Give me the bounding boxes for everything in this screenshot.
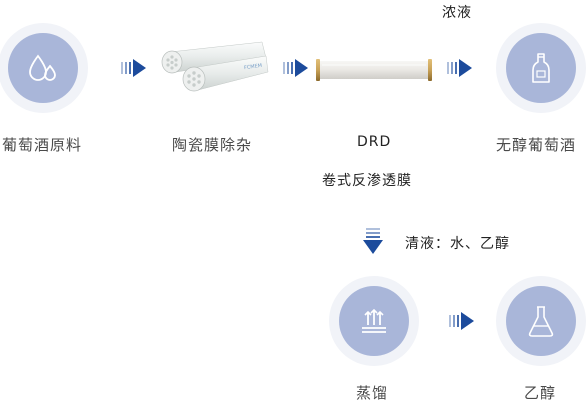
raw-wine-node [0,23,88,113]
raw-wine-icon-circle [8,33,78,103]
dealc-wine-label: 无醇葡萄酒 [496,136,577,154]
distill-icon-circle [339,286,409,356]
concentrate-label: 浓液 [442,5,472,21]
distill-node [329,276,419,366]
ceramic-label: 陶瓷膜除杂 [172,136,253,154]
ethanol-icon-circle [506,286,576,356]
arrow-right-4 [449,312,474,330]
arrow-right-1 [121,59,146,77]
drd-cartridge-image [316,59,432,81]
ethanol-label: 乙醇 [524,384,557,402]
ceramic-membrane-image [161,41,269,92]
drd-name-label: 卷式反渗透膜 [322,173,412,189]
dealc-wine-icon-circle [506,33,576,103]
arrow-right-3 [447,59,472,77]
arrow-down [363,228,383,254]
arrow-right-2 [283,59,308,77]
water-drop-icon [29,54,56,81]
distill-label: 蒸馏 [356,384,389,402]
dealc-wine-node [496,23,586,113]
flask-icon [528,306,554,337]
drd-code-label: DRD [357,134,392,150]
ethanol-node [496,276,586,366]
distillation-icon [362,308,386,333]
permeate-label: 清液：水、乙醇 [405,236,510,252]
raw-wine-label: 葡萄酒原料 [2,136,83,154]
bottle-icon [532,53,550,83]
